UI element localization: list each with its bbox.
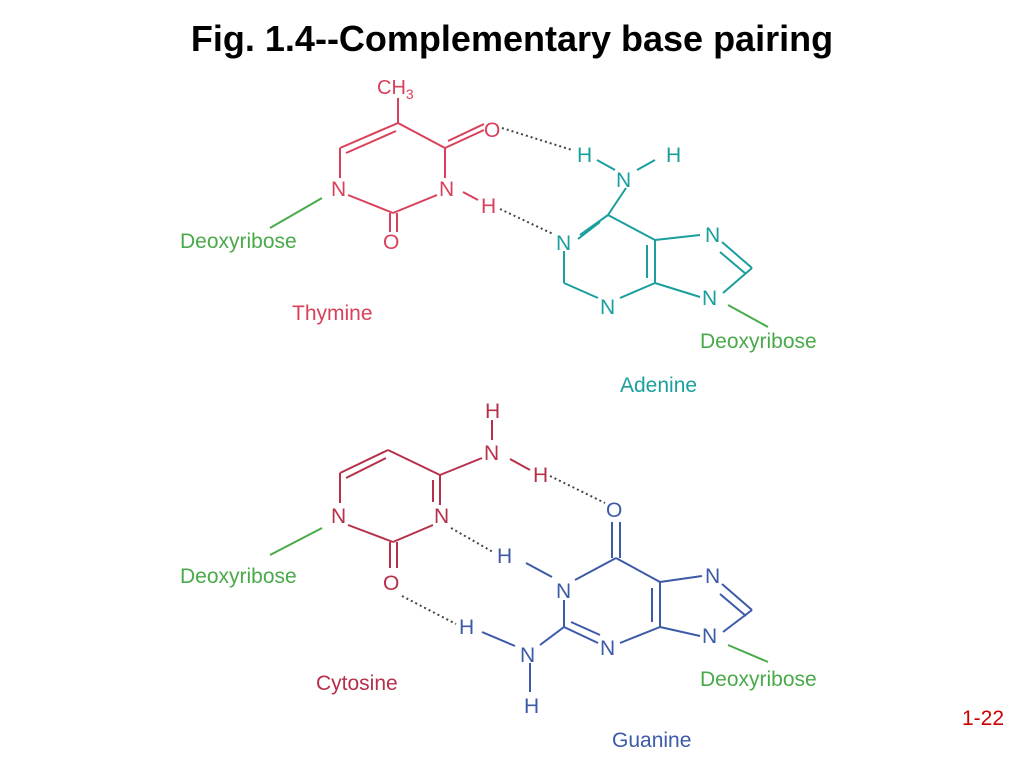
cytosine-name: Cytosine <box>316 672 398 695</box>
guanine-molecule: O H N N N N H N H Guanine <box>459 499 753 752</box>
adenine-n7-c8-bond <box>721 241 753 269</box>
cytosine-c5-c6-double-bond <box>345 457 387 479</box>
cg-hydrogen-bond-middle <box>450 527 494 553</box>
guanine-h-n1-bond <box>525 562 553 578</box>
guanine-c2-n-bond <box>539 626 565 646</box>
cytosine-bonds <box>339 420 531 568</box>
thymine-n3-c2-bond <box>392 194 438 214</box>
thymine-carbonyl-top: O <box>484 119 500 142</box>
slide-title: Fig. 1.4--Complementary base pairing <box>190 18 834 59</box>
guanine-n9-label: N <box>702 625 717 648</box>
guanine-n3-c4-bond <box>619 626 661 644</box>
thymine-name: Thymine <box>292 302 373 325</box>
cytosine-amino-h-top: H <box>485 400 500 423</box>
adenine-amino-h-left: H <box>577 144 592 167</box>
cytosine-amino-n: N <box>484 442 499 465</box>
thymine-imino-h: H <box>481 195 496 218</box>
thymine-sugar-label: Deoxyribose <box>180 230 297 253</box>
adenine-amino-n: N <box>616 169 631 192</box>
adenine-n7-label: N <box>705 224 720 247</box>
adenine-c6-n1-bond <box>579 214 609 236</box>
guanine-n3-label: N <box>600 637 615 660</box>
cg-hydrogen-bond-bottom <box>401 595 457 625</box>
thymine-bonds <box>339 98 485 232</box>
cytosine-n-h-bond <box>509 458 531 471</box>
guanine-amino-h-left: H <box>459 616 474 639</box>
ta-hydrogen-bond-top <box>501 127 573 151</box>
cytosine-c4-c5-bond <box>387 449 441 476</box>
adenine-n7-c8-double-bond <box>719 251 747 275</box>
guanine-name: Guanine <box>612 729 691 752</box>
guanine-c2-n3-bond <box>563 626 599 644</box>
thymine-n3-label: N <box>439 178 454 201</box>
guanine-n1-label: N <box>556 580 571 603</box>
thymine-n3-h-bond <box>462 191 479 201</box>
thymine-n1-c2-bond <box>347 194 394 214</box>
guanine-amino-h-bottom: H <box>524 695 539 718</box>
guanine-carbonyl: O <box>606 499 622 522</box>
adenine-nh-left-bond <box>596 159 616 171</box>
adenine-sugar-label: Deoxyribose <box>700 330 817 353</box>
adenine-n9-label: N <box>702 287 717 310</box>
thymine-molecule: CH3 O N N H O Thymine <box>292 77 500 325</box>
cytosine-n3-label: N <box>434 505 449 528</box>
cytosine-n3-c2-bond <box>392 524 434 543</box>
thymine-c5-c6-double-bond <box>345 130 397 154</box>
guanine-c8-n9-bond <box>722 609 753 633</box>
thymine-c4-o-double-bond <box>447 123 485 142</box>
thymine-methyl-label: CH3 <box>377 77 414 102</box>
guanine-c2-n3-double-bond <box>570 621 601 636</box>
adenine-n3-label: N <box>600 296 615 319</box>
guanine-imino-h: H <box>497 545 512 568</box>
guanine-c5-n7-bond <box>659 575 703 583</box>
cytosine-carbonyl: O <box>383 572 399 595</box>
guanine-n7-c8-double-bond <box>719 593 747 617</box>
cg-hydrogen-bond-top <box>549 475 606 504</box>
guanine-bonds <box>481 522 753 692</box>
adenine-bonds <box>563 159 753 299</box>
adenine-amino-h-right: H <box>666 144 681 167</box>
cytosine-n1-c2-bond <box>347 524 394 543</box>
thymine-n1-label: N <box>331 178 346 201</box>
guanine-h-n-bond <box>481 631 516 647</box>
adenine-c5-c6-bond <box>607 214 656 241</box>
guanine-c5-c6-bond <box>615 557 661 583</box>
adenine-name: Adenine <box>620 374 697 397</box>
cytosine-amino-h-right: H <box>533 464 548 487</box>
guanine-n7-label: N <box>705 565 720 588</box>
thymine-c5-c6-bond <box>339 122 399 149</box>
guanine-c6-n1-bond <box>574 557 617 581</box>
guanine-n7-c8-bond <box>721 583 753 611</box>
adenine-n-c6-bond <box>607 187 627 216</box>
adenine-nh-right-bond <box>636 159 656 171</box>
guanine-n9-c4-bond <box>659 626 701 637</box>
cytosine-molecule: H N H N N O Cytosine <box>316 400 548 695</box>
guanine-sugar-bond <box>727 644 769 663</box>
adenine-c6-n1-double-bond <box>577 221 601 240</box>
thymine-sugar-bond <box>269 197 323 229</box>
adenine-n9-c4-bond <box>654 282 701 298</box>
thymine-c5-c4-bond <box>397 122 446 149</box>
page-number: 1-22 <box>961 707 1004 730</box>
thymine-c4-o-bond <box>444 129 485 149</box>
guanine-sugar-label: Deoxyribose <box>700 668 817 691</box>
guanine-amino-n: N <box>520 644 535 667</box>
cytosine-sugar-label: Deoxyribose <box>180 565 297 588</box>
cytosine-n-c4-bond <box>439 457 483 476</box>
adenine-n3-c4-bond <box>619 282 656 299</box>
thymine-carbonyl-bottom: O <box>383 231 399 254</box>
adenine-c5-n7-bond <box>654 234 701 241</box>
ta-hydrogen-bond-bottom <box>499 208 554 235</box>
adenine-molecule: H N H N N N N Adenine <box>556 144 753 397</box>
cytosine-c5-c6-bond <box>339 449 389 474</box>
cytosine-sugar-bond <box>269 527 323 556</box>
adenine-c8-n9-bond <box>722 267 753 294</box>
adenine-sugar-bond <box>727 304 769 328</box>
adenine-c2-n3-bond <box>563 282 599 299</box>
adenine-n1-label: N <box>556 232 571 255</box>
cytosine-n1-label: N <box>331 505 346 528</box>
